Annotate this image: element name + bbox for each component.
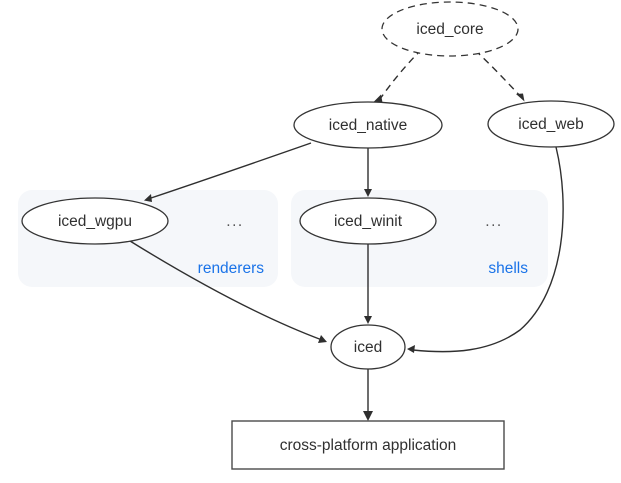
- edge-iced-to-application-arrow: [363, 411, 373, 421]
- node-iced-native-shape[interactable]: [293, 101, 443, 149]
- edge-iced-web-to-iced-line: [412, 146, 564, 353]
- node-cross-platform-application-shape[interactable]: [231, 420, 505, 470]
- edge-iced-to-application: [363, 369, 373, 421]
- edge-iced-core-to-iced-native-line: [379, 48, 423, 100]
- node-iced-winit-shape[interactable]: [299, 197, 437, 245]
- node-iced-web-shape[interactable]: [487, 100, 615, 148]
- cluster-renderers-ellipsis: ...: [226, 213, 243, 230]
- edge-iced-web-to-iced-arrow: [407, 345, 415, 353]
- edge-iced-core-to-iced-web-arrow: [516, 93, 525, 102]
- cluster-shells-ellipsis: ...: [485, 213, 502, 230]
- node-cross-platform-application[interactable]: cross-platform application: [231, 420, 505, 470]
- node-iced-label: iced: [354, 339, 382, 356]
- node-iced-core-shape[interactable]: [381, 1, 519, 57]
- edge-iced-core-to-iced-native: [374, 48, 423, 103]
- edge-iced-winit-to-iced: [364, 244, 372, 324]
- node-cross-platform-application-label: cross-platform application: [280, 437, 457, 454]
- node-iced[interactable]: iced: [330, 324, 406, 370]
- edge-iced-wgpu-to-iced: [129, 240, 327, 343]
- node-iced-shape[interactable]: [330, 324, 406, 370]
- node-iced-wgpu-label: iced_wgpu: [58, 213, 132, 230]
- edge-iced-wgpu-to-iced-arrow: [318, 335, 327, 343]
- edge-iced-native-to-iced-wgpu-arrow: [144, 194, 152, 202]
- edge-iced-web-to-iced: [407, 146, 564, 353]
- edge-iced-native-to-iced-winit-arrow: [364, 189, 372, 197]
- cluster-shells-label: shells: [488, 260, 528, 277]
- edge-iced-core-to-iced-web: [474, 49, 525, 102]
- node-iced-web-label: iced_web: [518, 116, 584, 133]
- node-iced-native[interactable]: iced_native: [293, 101, 443, 149]
- edge-iced-native-to-iced-wgpu: [144, 142, 312, 202]
- edge-iced-wgpu-to-iced-line: [129, 240, 323, 341]
- node-iced-core-label: iced_core: [416, 21, 483, 38]
- node-iced-wgpu-shape[interactable]: [21, 197, 169, 245]
- edge-iced-native-to-iced-wgpu-line: [147, 142, 312, 200]
- edge-iced-native-to-iced-winit: [364, 148, 372, 197]
- cluster-renderers-label: renderers: [198, 260, 265, 277]
- node-iced-winit-label: iced_winit: [334, 213, 403, 230]
- edge-iced-core-to-iced-native-arrow: [374, 94, 383, 103]
- node-iced-web[interactable]: iced_web: [487, 100, 615, 148]
- node-iced-core[interactable]: iced_core: [381, 1, 519, 57]
- node-iced-native-label: iced_native: [329, 117, 407, 134]
- edge-iced-winit-to-iced-arrow: [364, 316, 372, 324]
- node-iced-winit[interactable]: iced_winit: [299, 197, 437, 245]
- node-iced-wgpu[interactable]: iced_wgpu: [21, 197, 169, 245]
- edge-iced-core-to-iced-web-line: [474, 49, 523, 99]
